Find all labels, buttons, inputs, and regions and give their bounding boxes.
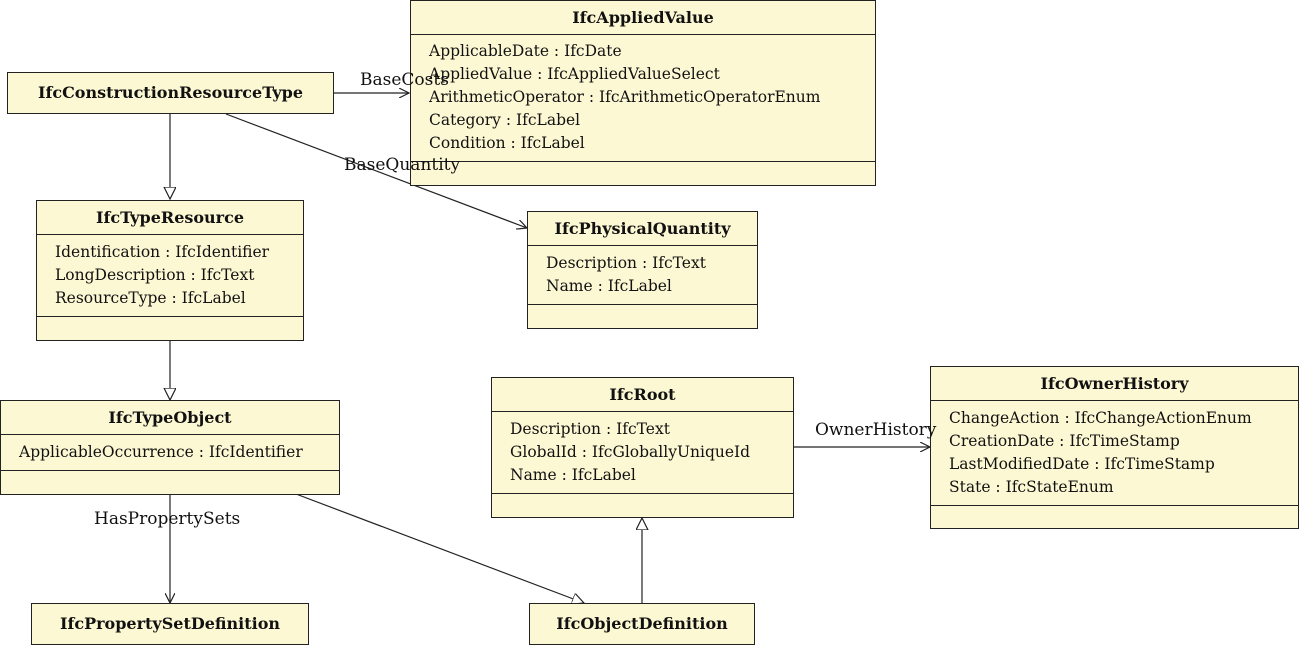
operations-compartment bbox=[1, 470, 339, 489]
attribute: Category : IfcLabel bbox=[429, 111, 581, 129]
attribute-compartment: ApplicableDate : IfcDate AppliedValue : … bbox=[411, 34, 875, 161]
class-name: IfcOwnerHistory bbox=[1040, 374, 1189, 393]
association-label-owner-history: OwnerHistory bbox=[815, 420, 937, 440]
attribute-compartment: ChangeAction : IfcChangeActionEnum Creat… bbox=[931, 400, 1298, 505]
base-quantity-connector bbox=[225, 113, 527, 228]
operations-compartment bbox=[931, 505, 1298, 524]
attribute: Identification : IfcIdentifier bbox=[55, 243, 270, 261]
operations-compartment bbox=[411, 161, 875, 180]
association-label-base-quantity: BaseQuantity bbox=[344, 155, 461, 175]
attribute: ApplicableOccurrence : IfcIdentifier bbox=[19, 443, 303, 461]
class-ifc-type-object[interactable]: IfcTypeObject ApplicableOccurrence : Ifc… bbox=[0, 400, 340, 495]
operations-compartment bbox=[37, 316, 303, 335]
attribute-compartment: Description : IfcText GlobalId : IfcGlob… bbox=[492, 411, 793, 493]
attribute: Name : IfcLabel bbox=[546, 277, 672, 295]
attribute: ArithmeticOperator : IfcArithmeticOperat… bbox=[429, 88, 821, 106]
class-ifc-object-definition[interactable]: IfcObjectDefinition bbox=[529, 603, 755, 645]
attribute: ResourceType : IfcLabel bbox=[55, 289, 246, 307]
attribute: Description : IfcText bbox=[510, 420, 670, 438]
association-label-has-property-sets: HasPropertySets bbox=[94, 509, 241, 529]
class-ifc-construction-resource-type[interactable]: IfcConstructionResourceType bbox=[7, 72, 334, 114]
class-ifc-physical-quantity[interactable]: IfcPhysicalQuantity Description : IfcTex… bbox=[527, 211, 758, 329]
operations-compartment bbox=[528, 304, 757, 323]
attribute: GlobalId : IfcGloballyUniqueId bbox=[510, 443, 751, 461]
attribute: Description : IfcText bbox=[546, 254, 706, 272]
class-name: IfcPropertySetDefinition bbox=[59, 614, 281, 633]
attribute: ApplicableDate : IfcDate bbox=[429, 42, 622, 60]
attribute-compartment: ApplicableOccurrence : IfcIdentifier bbox=[1, 434, 339, 470]
attribute-compartment: Identification : IfcIdentifier LongDescr… bbox=[37, 234, 303, 316]
class-name: IfcAppliedValue bbox=[572, 8, 714, 27]
generalization-object-definition bbox=[295, 493, 584, 603]
class-name: IfcPhysicalQuantity bbox=[554, 219, 731, 238]
association-label-base-costs: BaseCosts bbox=[360, 70, 449, 90]
attribute: Name : IfcLabel bbox=[510, 466, 636, 484]
class-name: IfcTypeResource bbox=[95, 208, 245, 227]
class-ifc-type-resource[interactable]: IfcTypeResource Identification : IfcIden… bbox=[36, 200, 304, 341]
class-name: IfcTypeObject bbox=[108, 408, 232, 427]
attribute: CreationDate : IfcTimeStamp bbox=[949, 432, 1180, 450]
attribute: LastModifiedDate : IfcTimeStamp bbox=[949, 455, 1215, 473]
class-ifc-root[interactable]: IfcRoot Description : IfcText GlobalId :… bbox=[491, 377, 794, 518]
attribute: ChangeAction : IfcChangeActionEnum bbox=[949, 409, 1252, 427]
class-name: IfcObjectDefinition bbox=[556, 614, 728, 633]
class-name: IfcConstructionResourceType bbox=[37, 83, 304, 102]
operations-compartment bbox=[492, 493, 793, 512]
attribute: State : IfcStateEnum bbox=[949, 478, 1114, 496]
class-ifc-owner-history[interactable]: IfcOwnerHistory ChangeAction : IfcChange… bbox=[930, 366, 1299, 529]
attribute: LongDescription : IfcText bbox=[55, 266, 255, 284]
attribute: AppliedValue : IfcAppliedValueSelect bbox=[429, 65, 720, 83]
attribute-compartment: Description : IfcText Name : IfcLabel bbox=[528, 245, 757, 304]
attribute: Condition : IfcLabel bbox=[429, 134, 585, 152]
class-ifc-property-set-definition[interactable]: IfcPropertySetDefinition bbox=[31, 603, 309, 645]
class-ifc-applied-value[interactable]: IfcAppliedValue ApplicableDate : IfcDate… bbox=[410, 0, 876, 186]
class-name: IfcRoot bbox=[609, 385, 676, 404]
